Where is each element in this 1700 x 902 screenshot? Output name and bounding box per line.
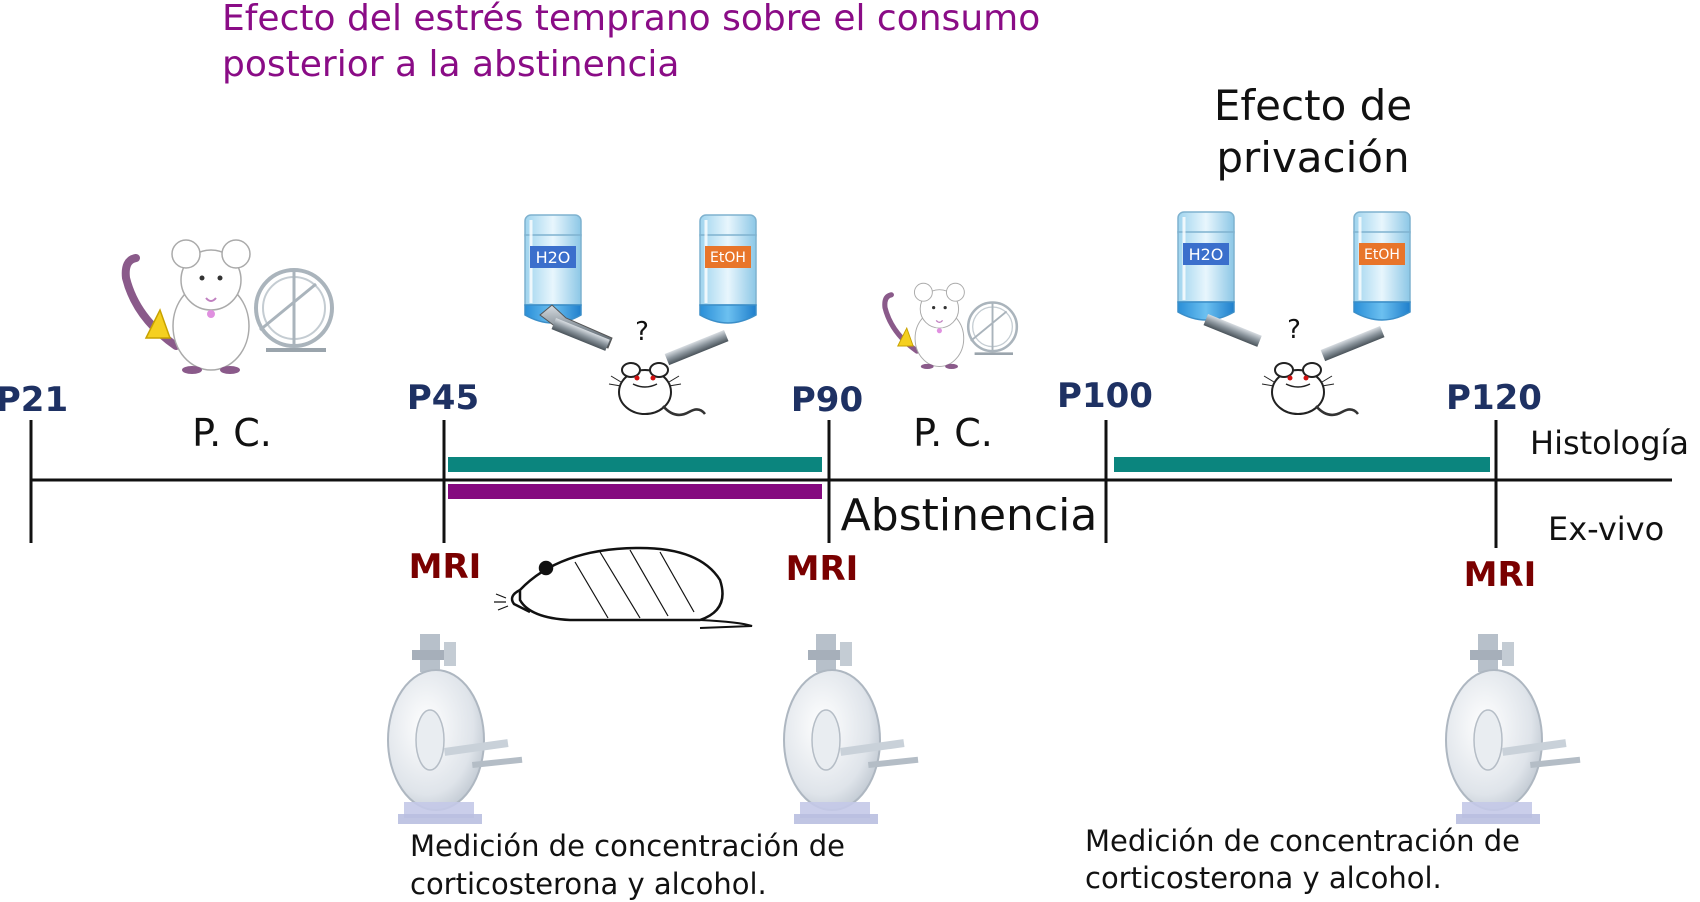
mri-label-3: MRI — [1464, 555, 1537, 595]
water-bottle-label: H2O — [536, 248, 571, 267]
label-p45: P45 — [407, 378, 479, 418]
water-bottle-label-2: H2O — [1189, 245, 1224, 264]
endpoint-exvivo: Ex-vivo — [1548, 510, 1664, 548]
mri-label-2: MRI — [786, 549, 859, 589]
ethanol-bottle-label-2: EtOH — [1364, 247, 1400, 263]
rat-cheese-wheel-icon — [126, 240, 332, 374]
ethanol-bottle-icon-2: EtOH — [1320, 210, 1412, 362]
measurement-left-line1: Medición de concentración de — [410, 829, 845, 863]
deprivation-title-line1: Efecto de — [1214, 81, 1412, 130]
question-mark-1: ? — [635, 317, 649, 347]
mouse-head-icon-2 — [1260, 361, 1360, 417]
endpoint-histology: Histología — [1530, 424, 1689, 462]
question-mark-2: ? — [1287, 315, 1301, 345]
rat-cheese-wheel-icon-small — [885, 283, 1017, 369]
title-line1: Efecto del estrés temprano sobre el cons… — [222, 0, 1040, 39]
mouse-head-icon — [607, 361, 707, 417]
mri-scanner-icon-3 — [1445, 633, 1582, 825]
measurement-right-line1: Medición de concentración de — [1085, 824, 1520, 858]
phase-pc-2: P. C. — [913, 411, 993, 455]
measurement-right-line2: corticosterona y alcohol. — [1085, 861, 1442, 895]
measurement-left-line2: corticosterona y alcohol. — [410, 867, 767, 901]
label-p100: P100 — [1057, 376, 1153, 416]
title-line2: posterior a la abstinencia — [222, 44, 679, 85]
mri-label-1: MRI — [409, 547, 482, 587]
deprivation-title-line2: privación — [1216, 133, 1409, 182]
label-p21: P21 — [0, 380, 68, 420]
water-bottle-icon-2: H2O — [1176, 210, 1262, 347]
phase-pc-1: P. C. — [192, 411, 272, 455]
consumption-bar-1 — [448, 457, 822, 472]
label-p90: P90 — [791, 380, 863, 420]
phase-abstinence: Abstinencia — [841, 490, 1098, 541]
anesthetized-rat-icon — [494, 546, 753, 629]
mri-scanner-icon-2 — [783, 633, 920, 825]
mri-scanner-icon-1 — [387, 633, 524, 825]
ethanol-bottle-icon: EtOH — [664, 213, 758, 366]
ethanol-bottle-label: EtOH — [710, 250, 746, 266]
stress-bar — [448, 484, 822, 499]
water-bottle-icon: H2O — [523, 213, 613, 351]
label-p120: P120 — [1446, 378, 1542, 418]
consumption-bar-2 — [1114, 457, 1490, 472]
